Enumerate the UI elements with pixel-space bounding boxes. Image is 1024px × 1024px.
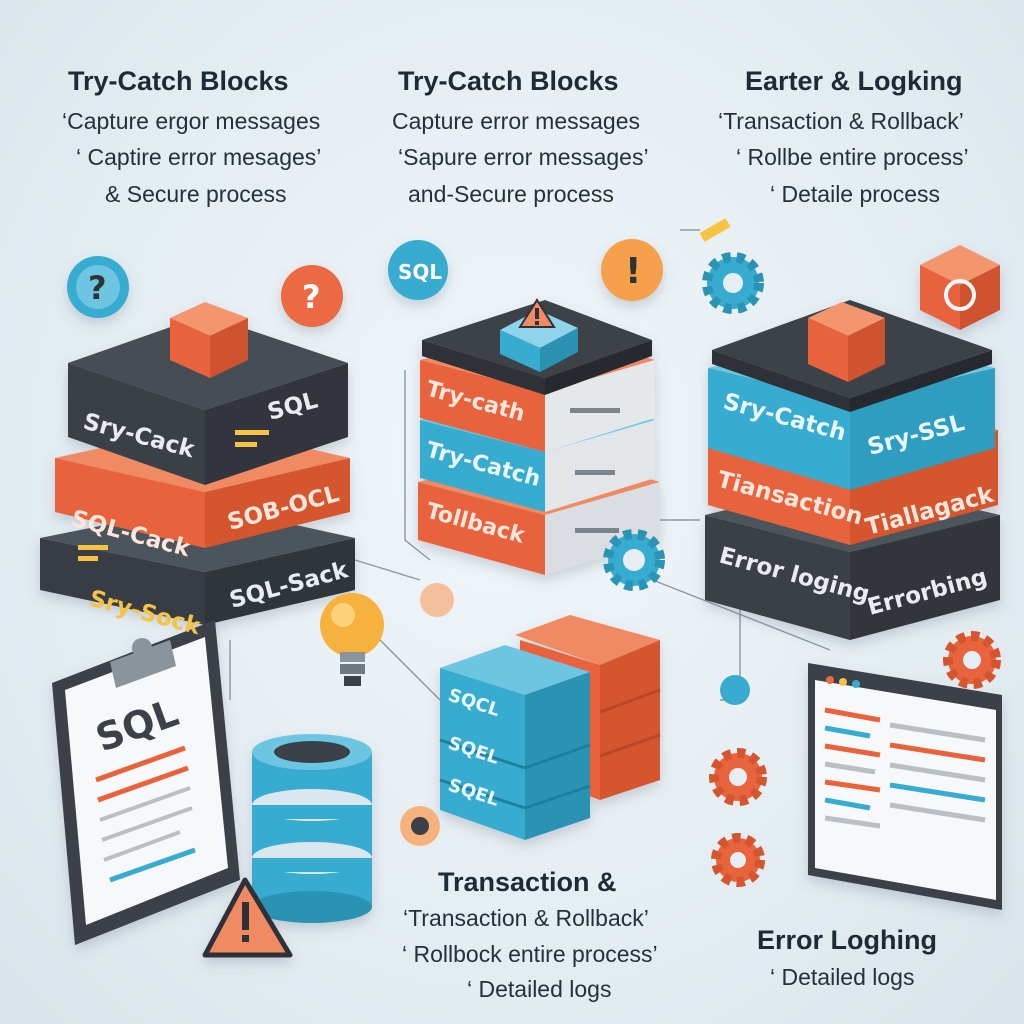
gear-icon-right-2 [711,833,765,887]
gear-icon-top-right [702,252,764,314]
gear-icon-center [603,529,665,591]
sql-badge [388,240,448,300]
gear-icon-far-right [943,631,1001,689]
column-2-heading: Try-Catch Blocks [398,66,619,96]
column-2-line-3: and-Secure process [408,181,614,207]
column-3-heading: Earter & Logking [745,66,963,96]
bottom-right-line-1: ‘ Detailed logs [770,964,915,990]
question-badge-orange [281,265,343,327]
left-stack [40,302,355,625]
bottom-center-heading: Transaction & [438,867,617,897]
question-mark-orange: ? [302,278,321,316]
small-stack [439,615,661,840]
center-stack [418,298,660,575]
log-window [808,663,1002,910]
column-1-heading: Try-Catch Blocks [68,66,289,96]
question-mark-blue: ? [88,269,107,307]
column-3-line-1: ‘Transaction & Rollback’ [718,108,964,134]
column-1-line-3: & Secure process [105,181,287,207]
column-2-line-2: ‘Sapure error messages’ [398,144,649,170]
database-cylinder [252,734,372,923]
bottom-right-heading: Error Loghing [757,925,937,955]
exclaim-badge [601,239,663,301]
gear-icon-right-1 [709,748,767,806]
right-stack [705,300,1000,640]
column-3-line-3: ‘ Detaile process [770,181,941,207]
column-3-line-2: ‘ Rollbe entire process’ [736,144,969,170]
small-badge-2 [420,583,454,617]
column-1-line-2: ‘ Captire error mesages’ [76,144,322,170]
warning-triangle-icon [202,877,293,958]
column-1-line-1: ‘Capture ergor messages [62,108,321,134]
bottom-center-line-2: ‘ Rollbock entire process’ [402,941,658,967]
bottom-center-line-3: ‘ Detailed logs [467,976,612,1002]
sql-badge-label: SQL [398,260,442,284]
column-2-line-1: Capture error messages [392,108,640,134]
bottom-center-line-1: ‘Transaction & Rollback’ [403,905,649,931]
orange-cube-icon [920,245,1000,330]
small-badge-3 [720,675,750,705]
clipboard [52,620,240,945]
connector-lines [229,229,831,701]
lightbulb-icon [320,593,384,686]
exclaim-mark: ! [625,251,641,292]
